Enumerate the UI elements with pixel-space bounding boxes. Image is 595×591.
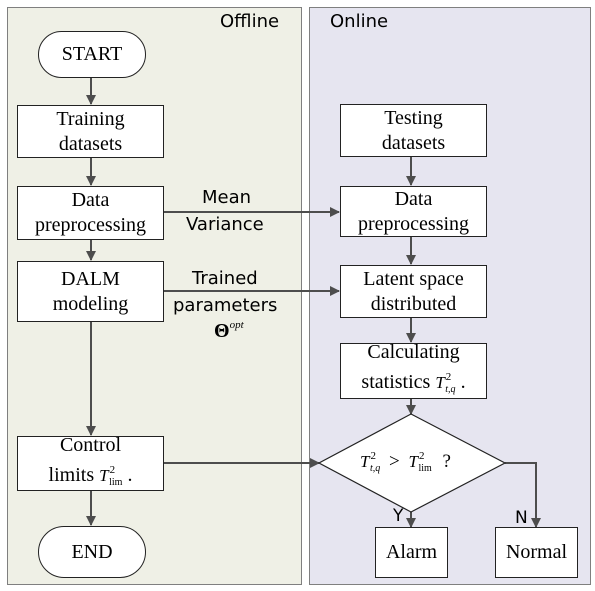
t-sub: t,q [369, 463, 381, 474]
t-sub: lim [109, 476, 123, 488]
alarm-label: Alarm [385, 541, 438, 563]
t-sq: 2 [109, 463, 116, 476]
yes-label: Y [393, 506, 404, 526]
trained-label: Trained [192, 268, 258, 289]
t-letter: T [360, 452, 370, 471]
online-prep-line2: preprocessing [357, 212, 470, 235]
start-label: START [61, 43, 123, 65]
period: . [460, 371, 466, 393]
t-sq: 2 [445, 371, 452, 383]
decision-diamond [317, 413, 507, 513]
no-label: N [515, 508, 528, 528]
normal-box: Normal [495, 527, 578, 578]
testing-datasets-box: Testing datasets [340, 104, 487, 157]
t-tq-symbol: T2t,q [435, 371, 456, 395]
t-sq: 2 [370, 450, 376, 462]
t-sub: t,q [445, 384, 456, 395]
t-letter: T [435, 373, 445, 392]
theta-sup: opt [229, 319, 244, 331]
mean-label: Mean [202, 187, 252, 208]
calculating-statistics-box: Calculating statistics T2t,q . [340, 341, 487, 402]
calc-line2: statistics [361, 371, 431, 393]
training-line1: Training [56, 107, 125, 130]
start-node: START [38, 31, 146, 78]
end-node: END [38, 526, 146, 578]
theta-letter: Θ [214, 320, 230, 342]
alarm-box: Alarm [375, 527, 448, 578]
t-lim-symbol: T2lim [99, 463, 123, 488]
offline-prep-line1: Data [71, 189, 110, 211]
control-line2: limits [48, 463, 95, 486]
testing-line2: datasets [381, 131, 446, 154]
online-title: Online [330, 11, 389, 32]
training-datasets-box: Training datasets [17, 105, 164, 158]
end-label: END [71, 540, 113, 563]
t-lim-symbol: T2lim [408, 450, 432, 474]
latent-line1: Latent space [363, 267, 464, 290]
t-letter: T [408, 452, 418, 471]
latent-line2: distributed [370, 292, 457, 315]
latent-space-box: Latent space distributed [340, 265, 487, 318]
t-letter: T [99, 465, 109, 485]
offline-prep-line2: preprocessing [34, 214, 147, 236]
decision-condition: T2t,q > T2lim ? [360, 450, 451, 474]
t-sub: lim [418, 463, 432, 474]
theta-opt-symbol: Θopt [214, 319, 244, 343]
offline-title: Offline [220, 11, 280, 32]
t-sq: 2 [418, 450, 425, 462]
dalm-modeling-box: DALM modeling [17, 261, 164, 322]
gt-sign: > [389, 451, 400, 472]
t-tq-symbol: T2t,q [360, 450, 381, 474]
parameters-label: parameters [173, 295, 278, 316]
question-mark: ? [442, 451, 451, 472]
calc-line1: Calculating [367, 341, 460, 363]
control-line1: Control [59, 433, 122, 456]
dalm-line1: DALM [61, 267, 120, 290]
variance-label: Variance [186, 214, 264, 235]
online-prep-line1: Data [394, 187, 433, 210]
period: . [127, 463, 133, 486]
calc-line2-wrap: statistics T2t,q . [361, 365, 465, 402]
arrow-decision-normal [505, 462, 541, 528]
online-preprocessing-box: Data preprocessing [340, 186, 487, 237]
control-line2-wrap: limits T2lim . [49, 458, 133, 495]
offline-preprocessing-box: Data preprocessing [17, 186, 164, 240]
training-line2: datasets [58, 132, 123, 155]
control-limits-box: Control limits T2lim . [17, 433, 164, 491]
normal-label: Normal [505, 541, 568, 563]
testing-line1: Testing [384, 106, 443, 129]
dalm-line2: modeling [52, 292, 129, 315]
